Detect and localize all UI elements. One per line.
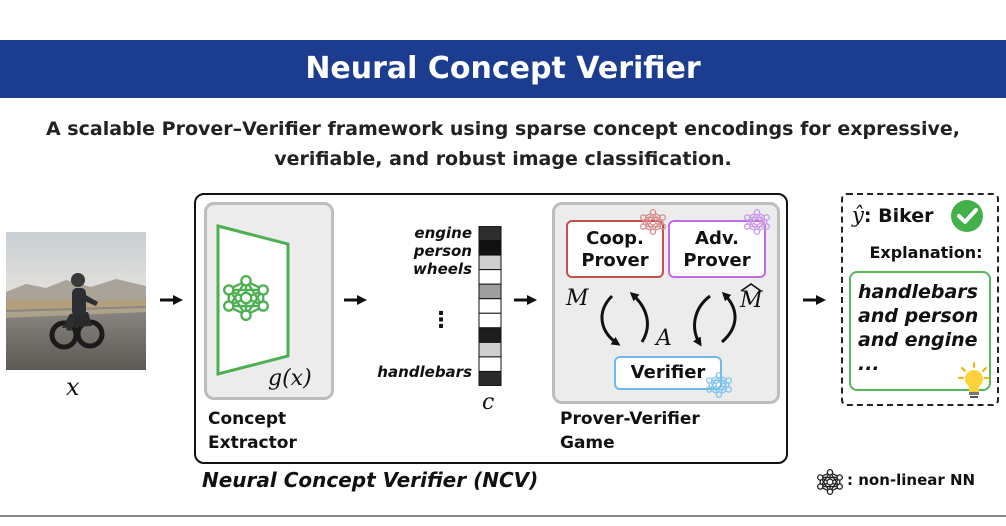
explanation-line: ... bbox=[858, 353, 880, 375]
adversarial-prover-box: Adv. Prover bbox=[668, 220, 766, 278]
person-on-motorcycle-photo bbox=[6, 232, 146, 370]
concept-vector-cell bbox=[478, 327, 502, 343]
concept-label: handlebars bbox=[377, 363, 472, 381]
concept-vector-cell bbox=[478, 226, 502, 242]
adv-message-symbol: M bbox=[740, 288, 763, 313]
extractor-label-line-1: Concept bbox=[208, 409, 287, 429]
concept-vector-cell bbox=[478, 312, 502, 329]
concept-vector-cell bbox=[478, 269, 502, 285]
concept-vector-symbol: c bbox=[482, 390, 495, 415]
bottom-divider bbox=[0, 515, 1006, 517]
concept-vector-cell bbox=[478, 356, 502, 372]
concept-label: wheels bbox=[413, 260, 472, 278]
check-circle-icon bbox=[951, 200, 983, 232]
neural-network-icon bbox=[223, 275, 269, 321]
input-symbol: x bbox=[66, 373, 80, 401]
subtitle-line-1: A scalable Prover–Verifier framework usi… bbox=[45, 118, 960, 140]
game-label-line-2: Game bbox=[560, 433, 615, 453]
concept-vector-cell bbox=[478, 341, 502, 358]
coop-message-symbol: M bbox=[566, 286, 589, 311]
title-bar bbox=[0, 40, 1006, 98]
concept-label: person bbox=[413, 242, 472, 260]
prediction-symbol: ŷ bbox=[852, 203, 864, 227]
prediction-row: ŷ: Biker bbox=[852, 203, 934, 227]
extractor-function-label: g(x) bbox=[268, 366, 312, 391]
lightbulb-icon bbox=[958, 362, 990, 398]
subtitle-line-2: verifiable, and robust image classificat… bbox=[274, 148, 732, 170]
adv-prover-line-1: Adv. bbox=[695, 228, 739, 249]
concept-ellipsis: ⋮ bbox=[430, 308, 452, 333]
concept-vector-cell bbox=[478, 298, 502, 314]
verifier-label: Verifier bbox=[630, 362, 706, 383]
concept-vector-cell bbox=[478, 370, 502, 386]
explanation-line: handlebars bbox=[858, 281, 978, 303]
hat-accent bbox=[740, 283, 762, 292]
game-label-line-1: Prover-Verifier bbox=[560, 409, 700, 429]
game-exchange-arrows bbox=[600, 291, 737, 347]
concept-vector bbox=[478, 226, 502, 386]
adv-prover-line-2: Prover bbox=[683, 250, 751, 271]
explanation-line: and engine bbox=[858, 329, 978, 351]
neural-network-icon bbox=[744, 209, 770, 235]
concept-vector-cell bbox=[478, 283, 502, 300]
output-box bbox=[841, 193, 999, 406]
neural-network-icon bbox=[817, 469, 843, 495]
framework-caption: Neural Concept Verifier (NCV) bbox=[202, 468, 539, 492]
legend-text: : non-linear NN bbox=[847, 471, 976, 489]
extractor-trapezoid bbox=[216, 224, 290, 376]
coop-prover-line-1: Coop. bbox=[586, 228, 644, 249]
concept-label: engine bbox=[414, 224, 472, 242]
ncv-framework-frame bbox=[194, 193, 788, 464]
extractor-label-line-2: Extractor bbox=[208, 433, 297, 453]
concept-vector-cell bbox=[478, 240, 502, 256]
neural-network-icon bbox=[640, 209, 666, 235]
concept-vector-cell bbox=[478, 254, 502, 271]
explanation-label: Explanation: bbox=[869, 243, 983, 262]
verifier-box: Verifier bbox=[614, 356, 722, 390]
page-title: Neural Concept Verifier bbox=[305, 51, 701, 86]
explanation-box: handlebars and person and engine ... bbox=[849, 271, 991, 391]
explanation-line: and person bbox=[858, 305, 979, 327]
prediction-label: Biker bbox=[878, 205, 934, 227]
neural-network-icon bbox=[706, 372, 732, 398]
answer-symbol: A bbox=[656, 326, 672, 351]
coop-prover-line-2: Prover bbox=[581, 250, 649, 271]
